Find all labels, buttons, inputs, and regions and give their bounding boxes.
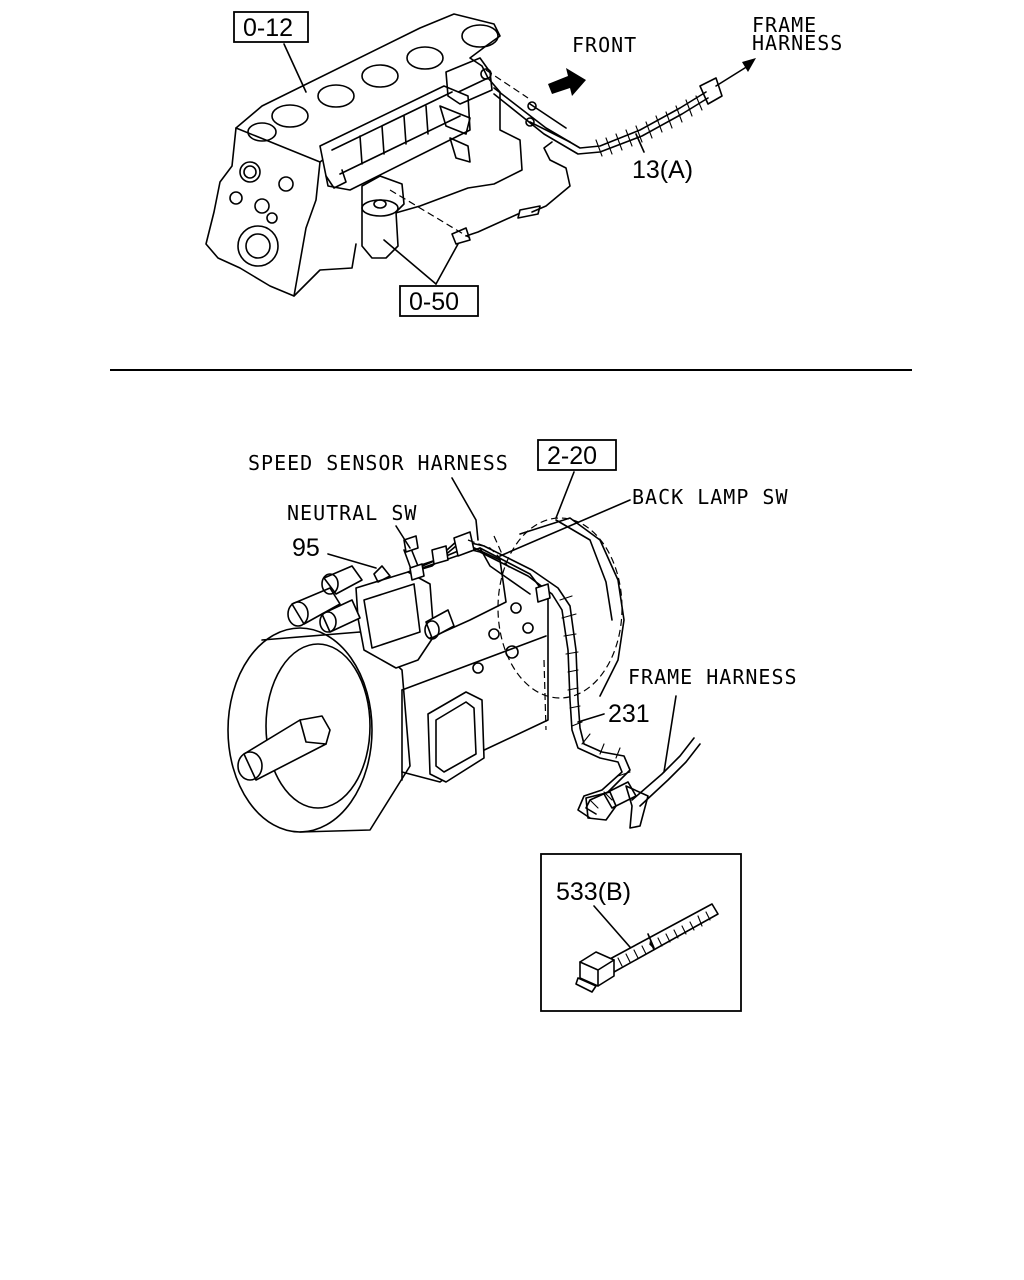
harness-231-drawing [403,531,701,829]
part-231-leader [577,713,605,723]
neutral-sw-label: NEUTRAL SW [287,501,417,525]
neutral-sw-leader [395,525,411,549]
part-13a-label: 13(A) [632,156,693,184]
back-lamp-leader [499,499,631,557]
ref-label-0-50: 0-50 [409,288,459,316]
frame-harness-leader [663,695,677,773]
ref-label-0-12: 0-12 [243,14,293,42]
part-231-label: 231 [608,700,650,728]
detail-box-533b: 533(B) [540,853,742,1012]
part-95-label: 95 [292,534,320,562]
back-lamp-sw-label: BACK LAMP SW [632,485,789,509]
speed-sensor-leader [451,477,479,541]
front-label: FRONT [572,33,637,57]
harness-13a-drawing [389,58,756,245]
callout-2-20: 2-20 [537,439,617,519]
part-533b-label: 533(B) [556,878,631,906]
frame-harness-label-top-1: FRAME [752,13,817,37]
callout-0-50: 0-50 [383,239,479,317]
ref-label-2-20: 2-20 [547,442,597,470]
frame-harness-label-bottom: FRAME HARNESS [628,665,798,689]
part-95-leader [327,553,377,569]
speed-sensor-harness-label: SPEED SENSOR HARNESS [248,451,509,475]
transmission-drawing [227,517,625,833]
frame-harness-label-top-2: HARNESS [752,31,843,55]
callout-0-12: 0-12 [233,11,309,93]
engine-block-drawing [205,13,523,297]
